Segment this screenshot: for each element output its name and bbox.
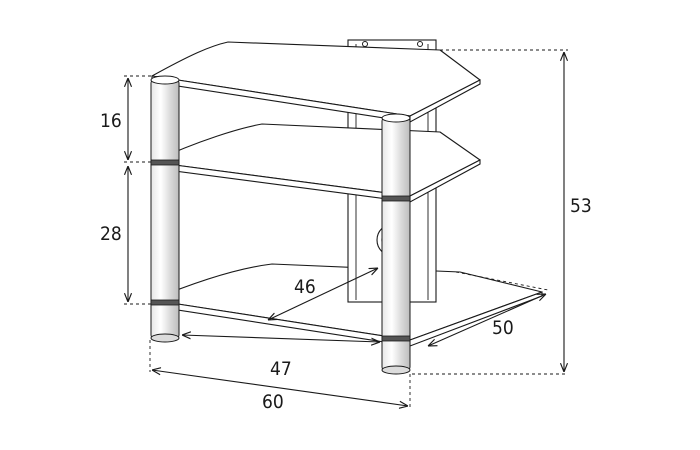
post-left [150, 75, 180, 343]
dim-shelf-gap-top: 16 [100, 110, 122, 132]
dim-inner-depth: 46 [294, 276, 316, 298]
dim-total-width: 60 [262, 391, 284, 413]
top-shelf [151, 41, 481, 123]
post-right [381, 113, 411, 375]
bottom-shelf [151, 263, 543, 347]
dim-shelf-gap-bottom: 28 [100, 223, 122, 245]
dimension-left [124, 75, 152, 305]
dimension-total-width [149, 340, 411, 408]
dimension-inner-depth [268, 268, 378, 320]
middle-shelf [151, 123, 481, 203]
dim-depth: 50 [492, 317, 514, 339]
dimension-depth [428, 271, 549, 346]
dimension-height [412, 49, 568, 375]
dimension-inner-width [182, 335, 380, 342]
dim-total-height: 53 [570, 195, 592, 217]
dim-inner-width: 47 [270, 358, 292, 380]
